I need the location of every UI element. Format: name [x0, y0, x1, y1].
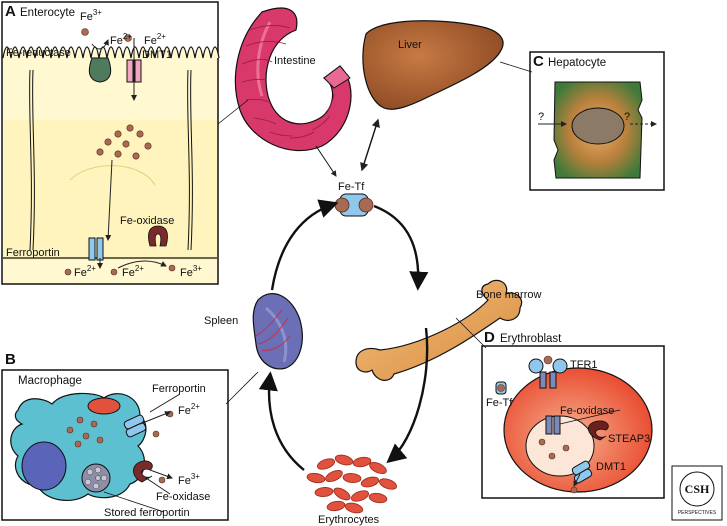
intestine-organ [234, 7, 352, 152]
hepatocyte-nucleus [571, 107, 625, 145]
macrophage-fe2: Fe2+ [178, 402, 200, 417]
liver-fetf-exchange-arrow [360, 118, 380, 172]
ferroportin-label-enterocyte: Ferroportin [6, 247, 60, 259]
panel-c-letter: C [533, 53, 544, 70]
spleen-organ [252, 293, 303, 370]
iron-particles-enterocyte [64, 28, 176, 276]
ferroportin-enterocyte [88, 237, 96, 261]
steap3-protein [587, 420, 609, 441]
enterocyte-fe3-top: Fe3+ [80, 8, 102, 23]
dmt1-label-enterocyte: DMT1 [142, 49, 172, 61]
fe-tf-complex [334, 193, 374, 217]
panel-a-title: Enterocyte [20, 7, 75, 19]
liver-to-hepatocyte-callout [499, 61, 533, 73]
stored-ferroportin-label: Stored ferroportin [104, 507, 190, 519]
liver-label: Liver [398, 39, 422, 51]
panel-d-title: Erythroblast [500, 333, 562, 345]
csh-logo [671, 465, 723, 521]
fe-reductase-protein [88, 57, 112, 83]
erythrocytes-label: Erythrocytes [318, 514, 380, 526]
panel-c-hepatocyte [529, 51, 665, 191]
panel-b-macrophage [1, 369, 229, 521]
fe-tf-label: Fe-Tf [338, 181, 365, 193]
fe-oxidase-enterocyte [148, 225, 168, 247]
spleen-label: Spleen [204, 315, 238, 327]
circulation-arrows [258, 199, 429, 471]
panel-d-letter: D [484, 329, 495, 346]
enterocyte-fe2-bottom-mid: Fe2+ [122, 264, 144, 279]
bone-callout [455, 317, 487, 349]
hepatocyte-question-left: ? [538, 111, 544, 123]
fe-reductase-label: Fe-reductase [6, 47, 71, 59]
fe-oxidase-label-erythroblast: Fe-oxidase [560, 405, 614, 417]
steap3-label: STEAP3 [608, 433, 650, 445]
logo-subtext: PERSPECTIVES [678, 510, 717, 516]
enterocyte-fe2-top-right: Fe2+ [144, 32, 166, 47]
bone-marrow-label: Bone marrow [476, 289, 541, 301]
panel-c-title: Hepatocyte [548, 57, 606, 69]
macrophage-nucleus [21, 441, 67, 491]
phagocytosed-erythrocyte [87, 397, 121, 415]
fe-oxidase-label-enterocyte: Fe-oxidase [120, 215, 174, 227]
dmt1-channel [126, 59, 134, 83]
spleen-callout [225, 371, 259, 405]
panel-a-letter: A [5, 3, 16, 20]
panel-b-title: Macrophage [18, 375, 82, 387]
panel-a-enterocyte [1, 1, 220, 285]
intestine-to-fetf-arrow [315, 145, 337, 177]
ferroportin-label-macrophage: Ferroportin [152, 383, 206, 395]
intestine-label: Intestine [274, 55, 316, 67]
fe-tf-label-erythroblast: Fe-Tf [486, 397, 513, 409]
panel-d-erythroblast [481, 345, 665, 499]
enterocyte-fe2-bottom-left: Fe2+ [74, 264, 96, 279]
enterocyte-fe3-bottom-right: Fe3+ [180, 264, 202, 279]
hepatocyte-question-right: ? [624, 111, 630, 123]
fe-oxidase-label-macrophage: Fe-oxidase [156, 491, 210, 503]
erythrocytes-cluster [306, 454, 397, 514]
logo-text: CSH [685, 482, 710, 496]
dmt1-label-erythroblast: DMT1 [596, 461, 626, 473]
microvilli-border [2, 46, 220, 59]
panel-b-letter: B [5, 351, 16, 368]
tfr1-label: TFR1 [570, 359, 598, 371]
bone-marrow-organ [355, 279, 523, 381]
intestine-callout [217, 99, 249, 125]
fe-oxidase-macrophage [133, 460, 153, 483]
liver-organ [362, 20, 504, 110]
macrophage-fe3: Fe3+ [178, 472, 200, 487]
enterocyte-fe2-top-left: Fe2+ [110, 32, 132, 47]
tfr1-receptor [539, 371, 547, 389]
